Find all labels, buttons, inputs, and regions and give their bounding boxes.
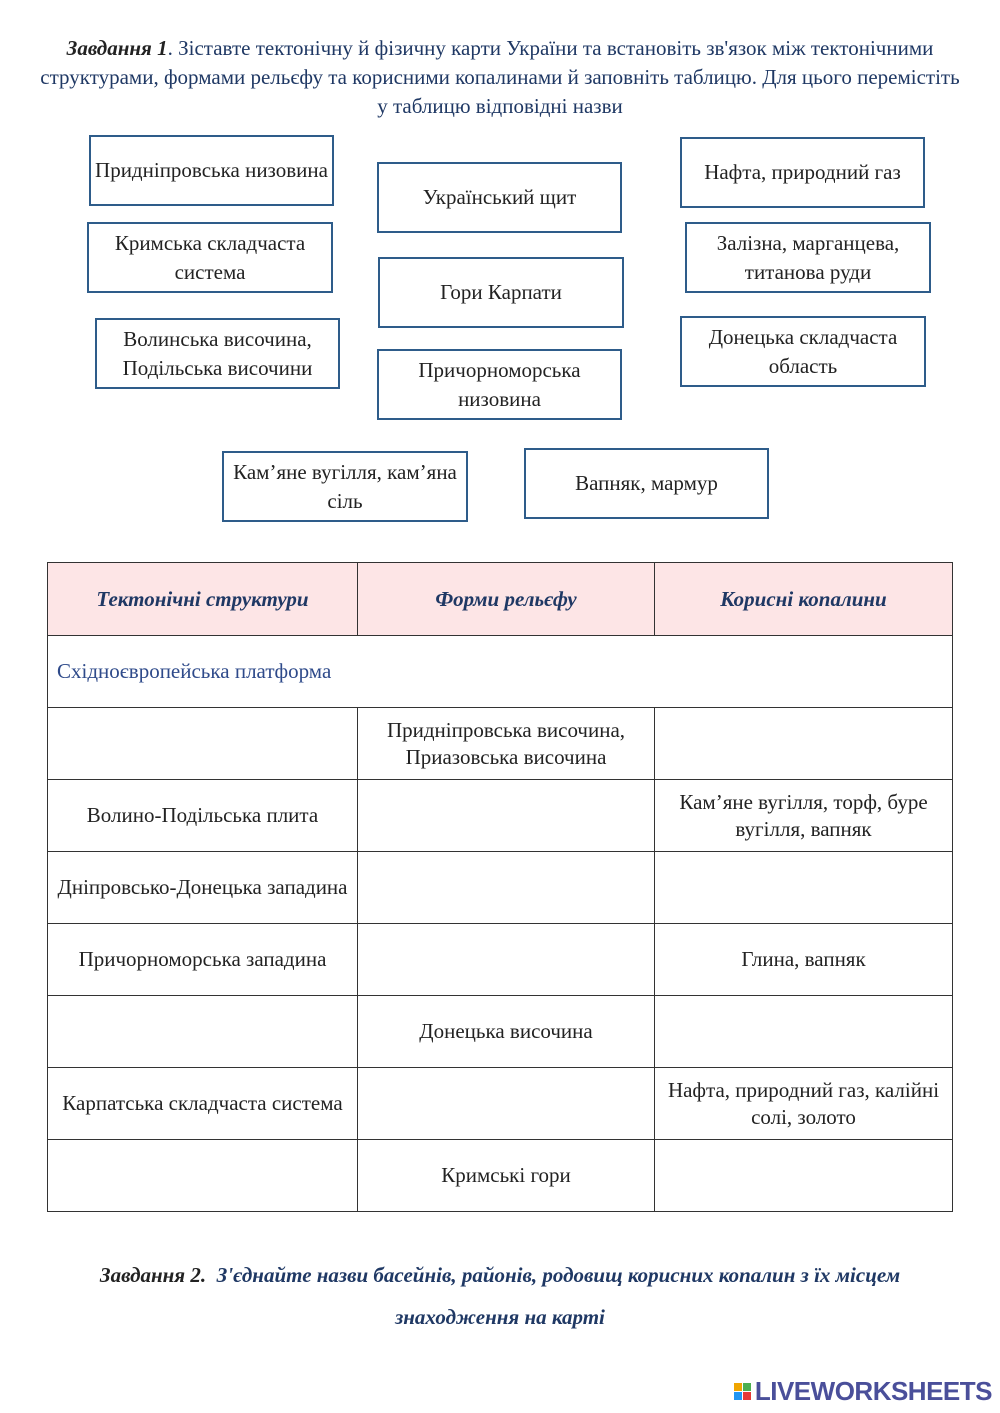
cell-relief: Донецька височина — [357, 995, 655, 1068]
drop-cell-minerals[interactable] — [654, 1139, 953, 1212]
drag-chip-prychornomorska-nyzovyna[interactable]: Причорноморська низовина — [377, 349, 622, 420]
cell-minerals: Глина, вапняк — [654, 923, 953, 996]
task-1-label: Завдання 1 — [66, 36, 168, 60]
table-row: Кримські гори — [47, 1139, 953, 1212]
table-header-row: Тектонічні структури Форми рельєфу Корис… — [47, 562, 953, 636]
drag-chip-nafta-gaz[interactable]: Нафта, природний газ — [680, 137, 925, 208]
drop-cell-relief[interactable] — [357, 779, 655, 852]
cell-relief: Кримські гори — [357, 1139, 655, 1212]
task-1-text: . Зіставте тектонічну й фізичну карти Ук… — [40, 36, 960, 118]
drag-chip-hory-karpaty[interactable]: Гори Карпати — [378, 257, 624, 328]
cell-minerals: Кам’яне вугілля, торф, буре вугілля, вап… — [654, 779, 953, 852]
tectonics-table: Тектонічні структури Форми рельєфу Корис… — [47, 562, 953, 1212]
cell-structure: Причорноморська западина — [47, 923, 358, 996]
drag-chip-vapniak-marmur[interactable]: Вапняк, мармур — [524, 448, 769, 519]
drop-cell-relief[interactable] — [357, 1067, 655, 1140]
drag-chip-rudy[interactable]: Залізна, марганцева, титанова руди — [685, 222, 931, 293]
cell-structure: Волино-Подільська плита — [47, 779, 358, 852]
task-2-instructions: Завдання 2. З'єднайте назви басейнів, ра… — [40, 1254, 960, 1338]
drag-chip-prydniprovska-nyzovyna[interactable]: Придніпровська низовина — [89, 135, 334, 206]
table-row: Донецька височина — [47, 995, 953, 1068]
task-2-text: З'єднайте назви басейнів, районів, родов… — [216, 1263, 901, 1329]
task-1-instructions: Завдання 1. Зіставте тектонічну й фізичн… — [40, 34, 960, 121]
cell-relief: Придніпровська височина, Приазовська вис… — [357, 707, 655, 780]
table-row-platform: Східноєвропейська платформа — [47, 635, 953, 708]
platform-row-label: Східноєвропейська платформа — [47, 635, 953, 708]
drop-cell-minerals[interactable] — [654, 851, 953, 924]
cell-structure: Карпатська складчаста система — [47, 1067, 358, 1140]
drag-chip-vuhillia-sil[interactable]: Кам’яне вугілля, кам’яна сіль — [222, 451, 468, 522]
table-row: Дніпровсько-Донецька западина — [47, 851, 953, 924]
liveworksheets-logo-icon — [733, 1382, 751, 1400]
liveworksheets-logo-text: LIVEWORKSHEETS — [754, 1375, 993, 1406]
drop-cell-relief[interactable] — [357, 851, 655, 924]
drop-cell-structure[interactable] — [47, 995, 358, 1068]
cell-structure: Дніпровсько-Донецька западина — [47, 851, 358, 924]
drag-chip-ukrainskyi-shchyt[interactable]: Український щит — [377, 162, 622, 233]
drop-cell-minerals[interactable] — [654, 995, 953, 1068]
table-row: Придніпровська височина, Приазовська вис… — [47, 707, 953, 780]
table-row: Волино-Подільська плита Кам’яне вугілля,… — [47, 779, 953, 852]
drag-chip-krymska-skladchasta-systema[interactable]: Кримська складчаста система — [87, 222, 333, 293]
drop-cell-structure[interactable] — [47, 1139, 358, 1212]
drag-chip-donetska-skladchasta-oblast[interactable]: Донецька складчаста область — [680, 316, 926, 387]
header-tectonic-structures: Тектонічні структури — [47, 562, 358, 636]
liveworksheets-logo: LIVEWORKSHEETS — [733, 1375, 993, 1407]
header-minerals: Корисні копалини — [654, 562, 953, 636]
header-relief-forms: Форми рельєфу — [357, 562, 655, 636]
drop-cell-structure[interactable] — [47, 707, 358, 780]
table-row: Карпатська складчаста система Нафта, при… — [47, 1067, 953, 1140]
table-row: Причорноморська западина Глина, вапняк — [47, 923, 953, 996]
cell-minerals: Нафта, природний газ, калійні солі, золо… — [654, 1067, 953, 1140]
drop-cell-relief[interactable] — [357, 923, 655, 996]
drop-cell-minerals[interactable] — [654, 707, 953, 780]
task-2-label: Завдання 2. — [99, 1263, 207, 1287]
drag-chip-volynska-podilska-vysochyny[interactable]: Волинська височина, Подільська височини — [95, 318, 340, 389]
